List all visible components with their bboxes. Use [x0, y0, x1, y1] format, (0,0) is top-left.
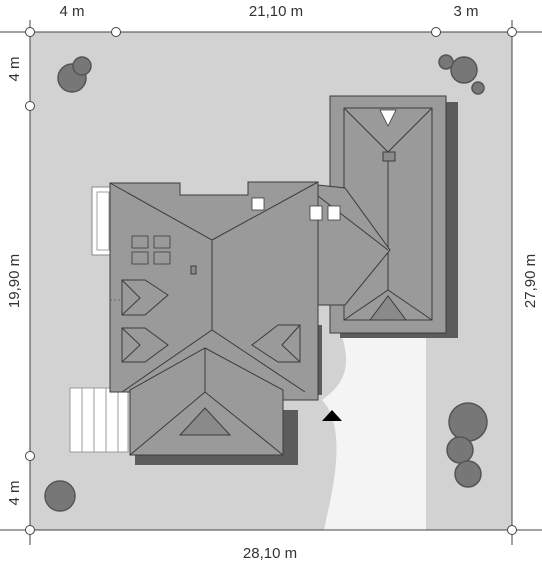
entrance-stairs: [69, 387, 129, 453]
dim-left-top: 4 m: [6, 56, 23, 81]
terrace-inner: [96, 191, 110, 251]
dimension-lines: [0, 20, 542, 545]
roof: [109, 95, 447, 456]
tree-icon: [44, 480, 76, 512]
dim-top-left: 4 m: [59, 3, 84, 20]
tree-icon: [446, 402, 488, 488]
skylights: [131, 109, 397, 265]
dim-bottom: 28,10 m: [243, 545, 297, 562]
entrance-arrow-icon: [322, 410, 342, 421]
dim-left-bottom: 4 m: [6, 480, 23, 505]
dim-top-right: 3 m: [453, 3, 478, 20]
driveway: [322, 330, 426, 530]
tree-icon: [438, 54, 485, 95]
dim-right: 27,90 m: [522, 254, 539, 308]
dim-left-middle: 19,90 m: [6, 254, 23, 308]
dim-top-middle: 21,10 m: [249, 3, 303, 20]
tree-icon: [57, 56, 92, 93]
